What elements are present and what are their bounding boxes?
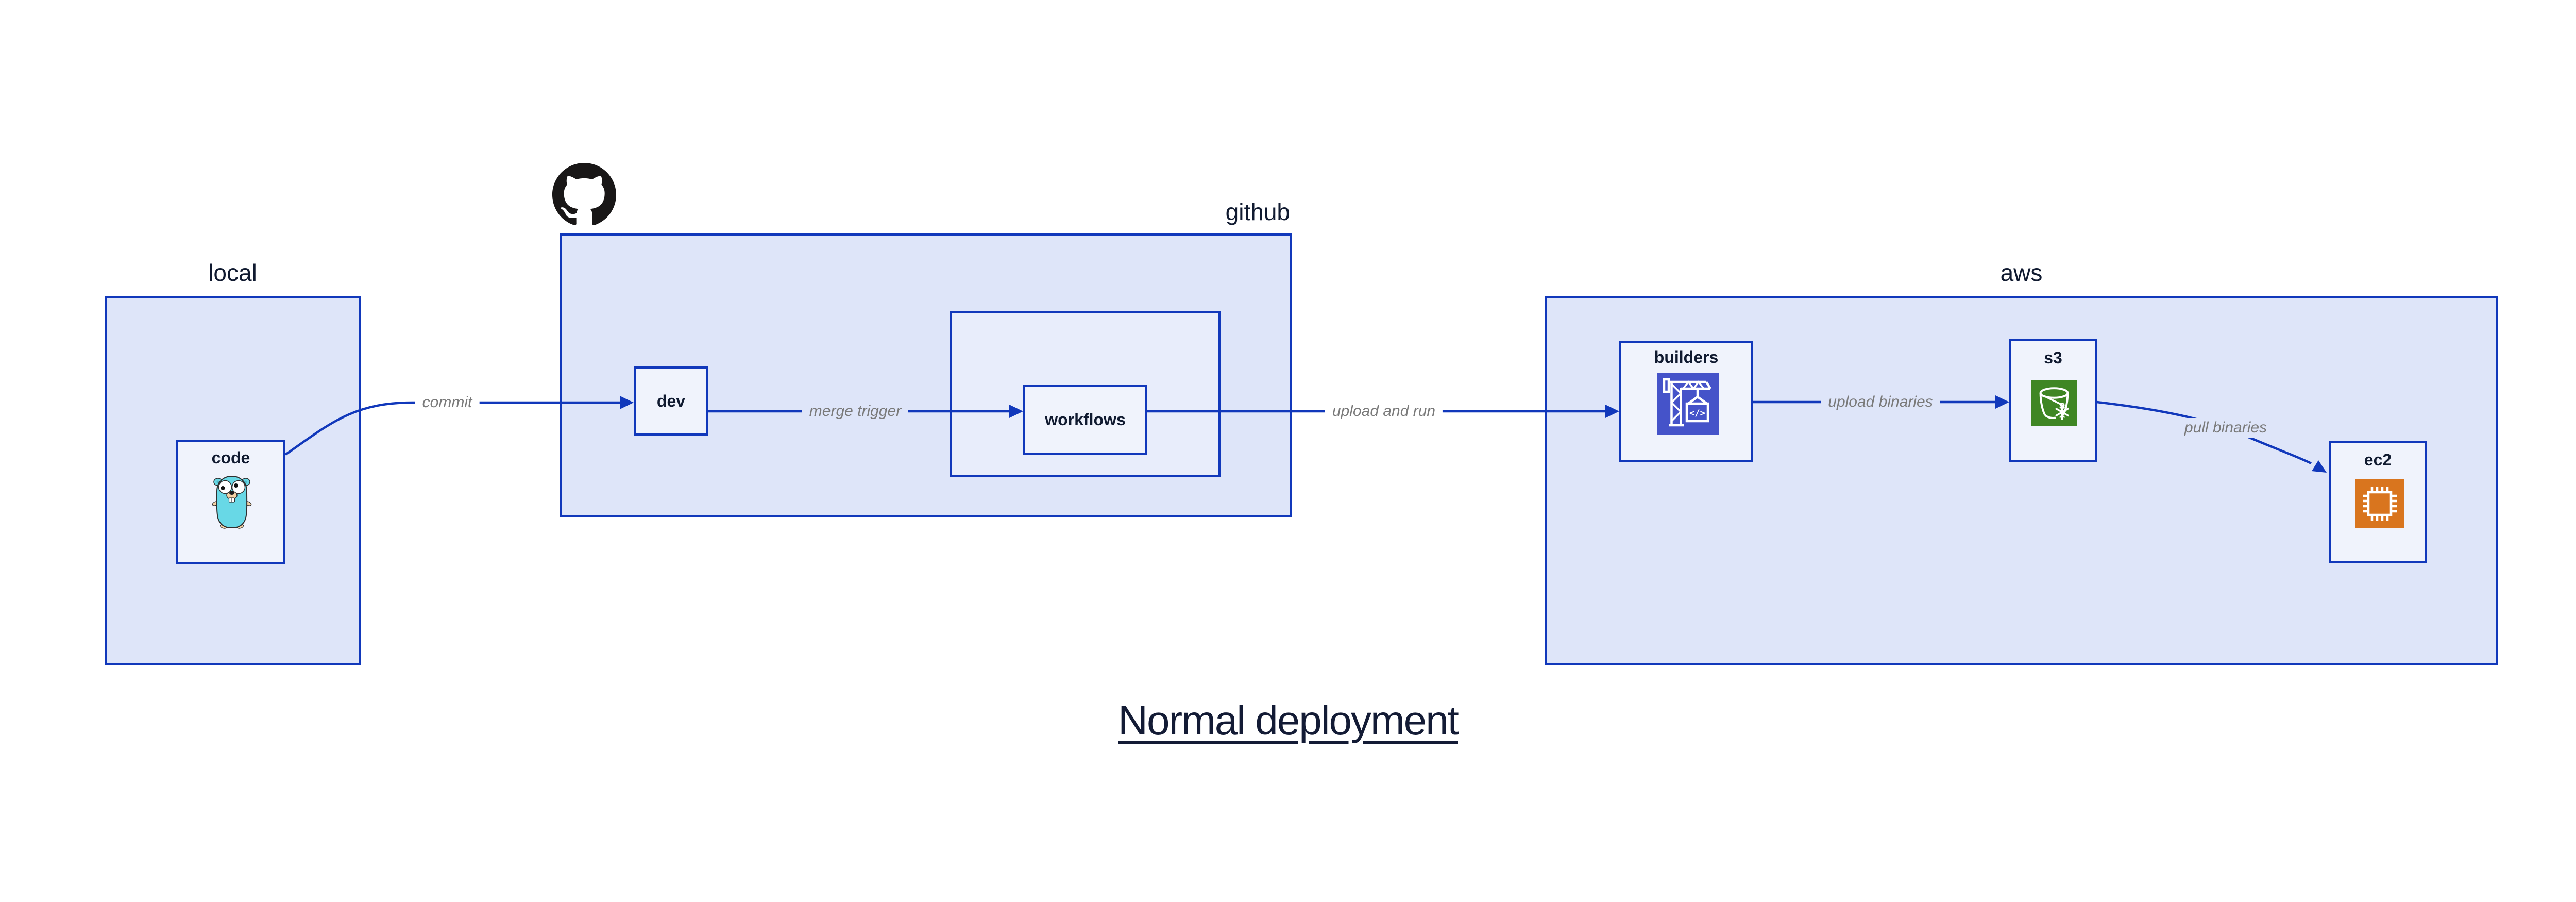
dev-branch-node-box: dev <box>634 366 708 436</box>
merge-trigger-edge-label: merge trigger <box>802 402 909 421</box>
workflows-node-box: workflows <box>1023 385 1147 455</box>
code-node-label: code <box>211 448 250 467</box>
codebuild-crane-icon: </> <box>1657 373 1719 435</box>
local-container-label: local <box>208 259 257 286</box>
upload-binaries-edge-label: upload binaries <box>1821 392 1940 412</box>
s3-glacier-bucket-icon <box>2031 380 2077 426</box>
workflows-node-label: workflows <box>1045 410 1126 429</box>
commit-edge-label: commit <box>415 393 480 412</box>
s3-node-label: s3 <box>2044 348 2062 367</box>
github-container-label: github <box>1225 198 1290 225</box>
diagram-title: Normal deployment <box>1118 697 1459 743</box>
ec2-node-label: ec2 <box>2364 450 2392 469</box>
codebuild-code-glyph: </> <box>1689 408 1705 419</box>
builders-node-box: builders </> <box>1619 341 1753 462</box>
code-node-box: code <box>176 440 285 564</box>
s3-node-box: s3 <box>2009 339 2097 462</box>
ec2-node-box: ec2 <box>2329 441 2427 563</box>
ec2-chip-icon <box>2355 479 2404 528</box>
upload-and-run-edge-label: upload and run <box>1325 402 1443 421</box>
aws-container-label: aws <box>2000 259 2043 286</box>
dev-node-label: dev <box>656 391 686 410</box>
pull-binaries-edge-label: pull binaries <box>2177 418 2275 438</box>
go-gopher-icon <box>212 475 252 529</box>
builders-node-label: builders <box>1654 348 1719 366</box>
github-logo-icon <box>552 163 616 225</box>
